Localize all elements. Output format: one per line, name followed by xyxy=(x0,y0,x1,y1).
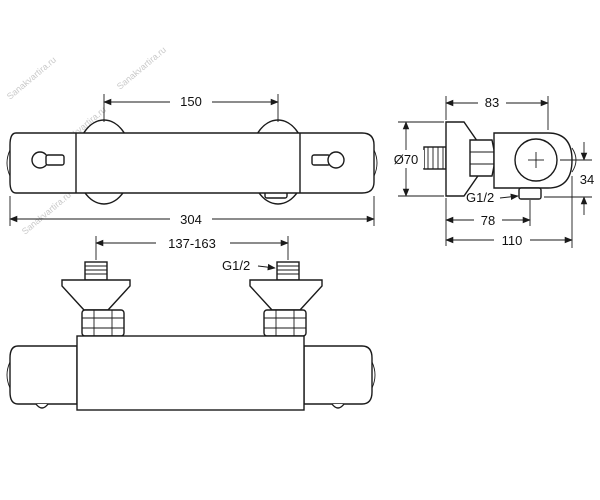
dim-label-304: 304 xyxy=(180,212,202,227)
dim-label-150: 150 xyxy=(180,94,202,109)
top-handle-right xyxy=(311,151,345,169)
side-dim-diameter: Ø70 xyxy=(388,121,444,197)
front-foot-left xyxy=(35,403,49,409)
dim-label-side-thread: G1/2 xyxy=(466,190,494,205)
dim-label-110: 110 xyxy=(502,233,523,248)
top-end-cap-left xyxy=(6,149,11,177)
top-handle-left xyxy=(31,151,65,169)
dim-label-diameter: Ø70 xyxy=(394,152,419,167)
side-hex-nut xyxy=(469,139,495,177)
top-view xyxy=(6,119,378,205)
side-dim-34: 34 xyxy=(544,142,594,215)
top-mixer-body xyxy=(9,132,375,194)
side-outlet-nut xyxy=(518,187,542,200)
dim-label-78: 78 xyxy=(481,213,495,228)
front-connector-right xyxy=(249,261,323,337)
watermark-text: Sanakvartira.ru xyxy=(115,45,168,92)
dim-label-83: 83 xyxy=(485,95,499,110)
watermark-text: Sanakvartira.ru xyxy=(5,55,58,102)
front-connector-left xyxy=(61,261,131,337)
watermark-text: Sanakvartira.ru xyxy=(20,190,73,237)
side-view xyxy=(423,121,577,200)
dim-label-front-thread: G1/2 xyxy=(222,258,250,273)
front-view xyxy=(6,261,376,411)
side-dim-thread: G1/2 xyxy=(466,190,519,205)
top-end-cap-right xyxy=(373,149,378,177)
front-body-center xyxy=(76,335,305,411)
top-dim-304: 304 xyxy=(9,196,375,228)
side-dim-83: 83 xyxy=(445,94,549,130)
dim-label-34: 34 xyxy=(580,172,594,187)
front-dim-137-163: 137-163 xyxy=(95,234,289,260)
top-dim-150: 150 xyxy=(103,92,279,122)
front-dim-thread: G1/2 xyxy=(222,258,276,273)
side-dim-110: 110 xyxy=(445,176,573,249)
front-foot-right xyxy=(331,403,345,409)
dim-label-137-163: 137-163 xyxy=(168,236,216,251)
side-dim-78: 78 xyxy=(445,198,531,246)
